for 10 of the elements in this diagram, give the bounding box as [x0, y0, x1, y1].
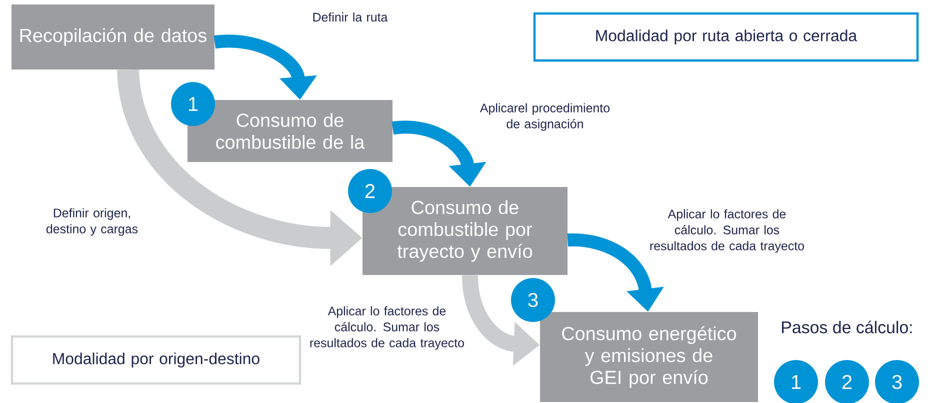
legend-heading: Pasos de cálculo:	[782, 320, 912, 334]
edge-label: Aplicar lo factores de cálculo. Sumar los resultados de cada trayecto	[650, 209, 804, 253]
mode-box: Modalidad por origen-destino	[10, 335, 302, 385]
process-box: Recopilación de datos	[12, 4, 214, 70]
process-box: Consumo energético y emisiones de GEI por envío	[540, 312, 758, 402]
edge-label: Aplicar lo factores de cálculo. Sumar los resultados de cada trayecto	[310, 306, 464, 350]
edge-label: Definir origen, destino y cargas	[46, 208, 138, 236]
edge-label: Definir la ruta	[313, 12, 388, 22]
mode-box: Modalidad por ruta abierta o cerrada	[533, 12, 919, 62]
edge-label: Aplicarel procedimiento de asignación	[480, 103, 610, 131]
